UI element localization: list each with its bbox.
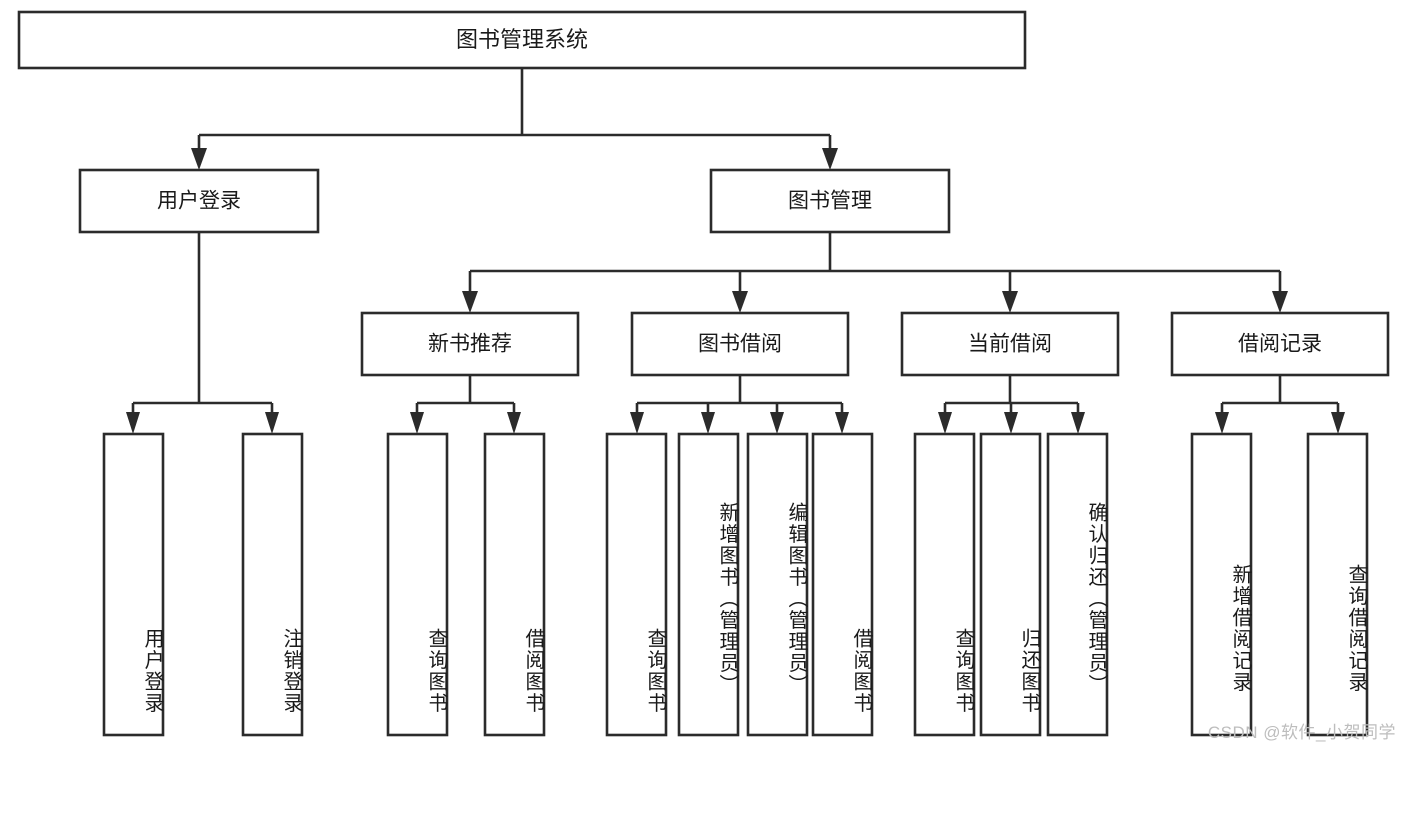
node-current-borrow[interactable]: 当前借阅 [900,311,1120,377]
arrow-head-leaf-query-book-3 [938,412,952,434]
leaf-edit-book-box[interactable] [746,432,809,737]
leaf-query-book-3-box[interactable] [913,432,976,737]
arrow-head-leaf-confirm-return [1071,412,1085,434]
node-new-book-recommend[interactable]: 新书推荐 [360,311,580,377]
node-new-book-recommend-box[interactable] [360,311,580,377]
leaf-query-record-box[interactable] [1306,432,1369,737]
node-book-borrow-box[interactable] [630,311,850,377]
leaf-add-record-box[interactable] [1190,432,1253,737]
arrow-head-current-borrow [1002,291,1018,313]
arrow-head-book-borrow [732,291,748,313]
node-current-borrow-box[interactable] [900,311,1120,377]
leaf-query-book-2-box[interactable] [605,432,668,737]
node-book-management-box[interactable] [709,168,951,234]
connector-group-root [191,68,838,170]
connector-group-current-borrow [938,375,1085,434]
node-book-management[interactable]: 图书管理 [709,168,951,234]
connector-group-user-login [126,232,279,434]
node-root-label: 图书管理系统 [456,27,588,52]
leaf-borrow-book-1-box[interactable] [483,432,546,737]
arrow-head-leaf-logout-login [265,412,279,434]
node-user-login[interactable]: 用户登录 [78,168,320,234]
node-root-box[interactable] [17,10,1027,70]
arrow-head-leaf-edit-book [770,412,784,434]
arrow-head-leaf-add-book [701,412,715,434]
connector-group-borrow-record [1215,375,1345,434]
node-borrow-record-label: 借阅记录 [1238,333,1322,356]
arrow-head-new-book-recommend [462,291,478,313]
arrow-head-book-management [822,148,838,170]
arrow-head-leaf-borrow-book-2 [835,412,849,434]
node-user-login-label: 用户登录 [157,190,241,213]
leaf-confirm-return-box[interactable] [1046,432,1109,737]
node-borrow-record[interactable]: 借阅记录 [1170,311,1390,377]
leaf-return-book-box[interactable] [979,432,1042,737]
arrow-head-leaf-query-book-1 [410,412,424,434]
connector-group-new-book-recommend [410,375,521,434]
node-book-management-label: 图书管理 [788,190,872,213]
connector-group-book-management [462,232,1288,313]
leaf-user-login-box[interactable] [102,432,165,737]
node-user-login-box[interactable] [78,168,320,234]
diagram-canvas: 图书管理系统 用户登录 图书管理 新书推荐 图书借阅 当前借阅 借阅记录 [17,10,1396,742]
node-book-borrow[interactable]: 图书借阅 [630,311,850,377]
arrow-head-leaf-query-book-2 [630,412,644,434]
connector-group-book-borrow [630,375,849,434]
leaf-logout-login-box[interactable] [241,432,304,737]
node-book-borrow-label: 图书借阅 [698,333,782,356]
leaf-query-book-1-box[interactable] [386,432,449,737]
arrow-head-user-login [191,148,207,170]
node-root[interactable]: 图书管理系统 [17,10,1027,70]
node-new-book-recommend-label: 新书推荐 [428,333,512,356]
leaf-boxes [102,432,1369,737]
arrow-head-leaf-add-record [1215,412,1229,434]
leaf-add-book-box[interactable] [677,432,740,737]
csdn-watermark: CSDN @软件_小贺同学 [1207,723,1396,742]
leaf-borrow-book-2-box[interactable] [811,432,874,737]
node-borrow-record-box[interactable] [1170,311,1390,377]
arrow-head-borrow-record [1272,291,1288,313]
arrow-head-leaf-return-book [1004,412,1018,434]
node-current-borrow-label: 当前借阅 [968,333,1052,356]
arrow-head-leaf-user-login [126,412,140,434]
arrow-head-leaf-borrow-book-1 [507,412,521,434]
diagram-svg: 图书管理系统 用户登录 图书管理 新书推荐 图书借阅 当前借阅 借阅记录 [17,10,1390,737]
arrow-head-leaf-query-record [1331,412,1345,434]
